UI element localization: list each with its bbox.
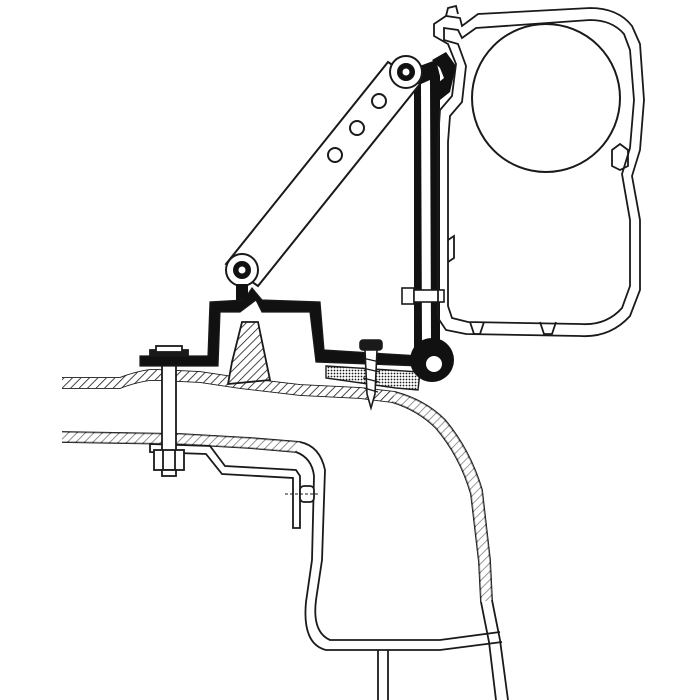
vertical-mount-plate [401,52,456,382]
top-hook [432,52,456,100]
screw-shank [364,349,378,411]
bolt-shank [161,361,177,459]
roof-outer-skin-inner [62,379,497,700]
roof-hatch-band [62,370,395,402]
arm-hole-1 [371,93,387,109]
case-top-lip [445,4,459,17]
mount-rail-inner [421,80,431,342]
screw-head [359,339,383,351]
awning-roller [471,23,621,173]
case-inner [443,19,635,326]
adjustable-arm [224,55,423,300]
case-outer [433,7,645,338]
wall-hatch-band [392,392,492,602]
case-slot-right [611,142,629,172]
tapping-screw [359,339,383,411]
arm-hole-3 [327,147,343,163]
inner-panel-upper-2 [61,441,503,651]
bracket-wedge [226,321,272,386]
bolt-tip [161,469,177,477]
arm-link [236,284,248,300]
bolt-head-cap [155,345,183,353]
case-slot-left [447,234,455,263]
case-bottom-lip [539,321,557,335]
arm-body [224,60,422,288]
vehicle-roof-body [61,369,509,700]
inner-panel-upper [61,431,501,641]
bolt-nut [153,449,185,471]
arm-hole-2 [349,120,365,136]
clamp-nut [401,287,415,305]
inner-hatch [62,432,300,452]
awning-case [433,4,645,338]
